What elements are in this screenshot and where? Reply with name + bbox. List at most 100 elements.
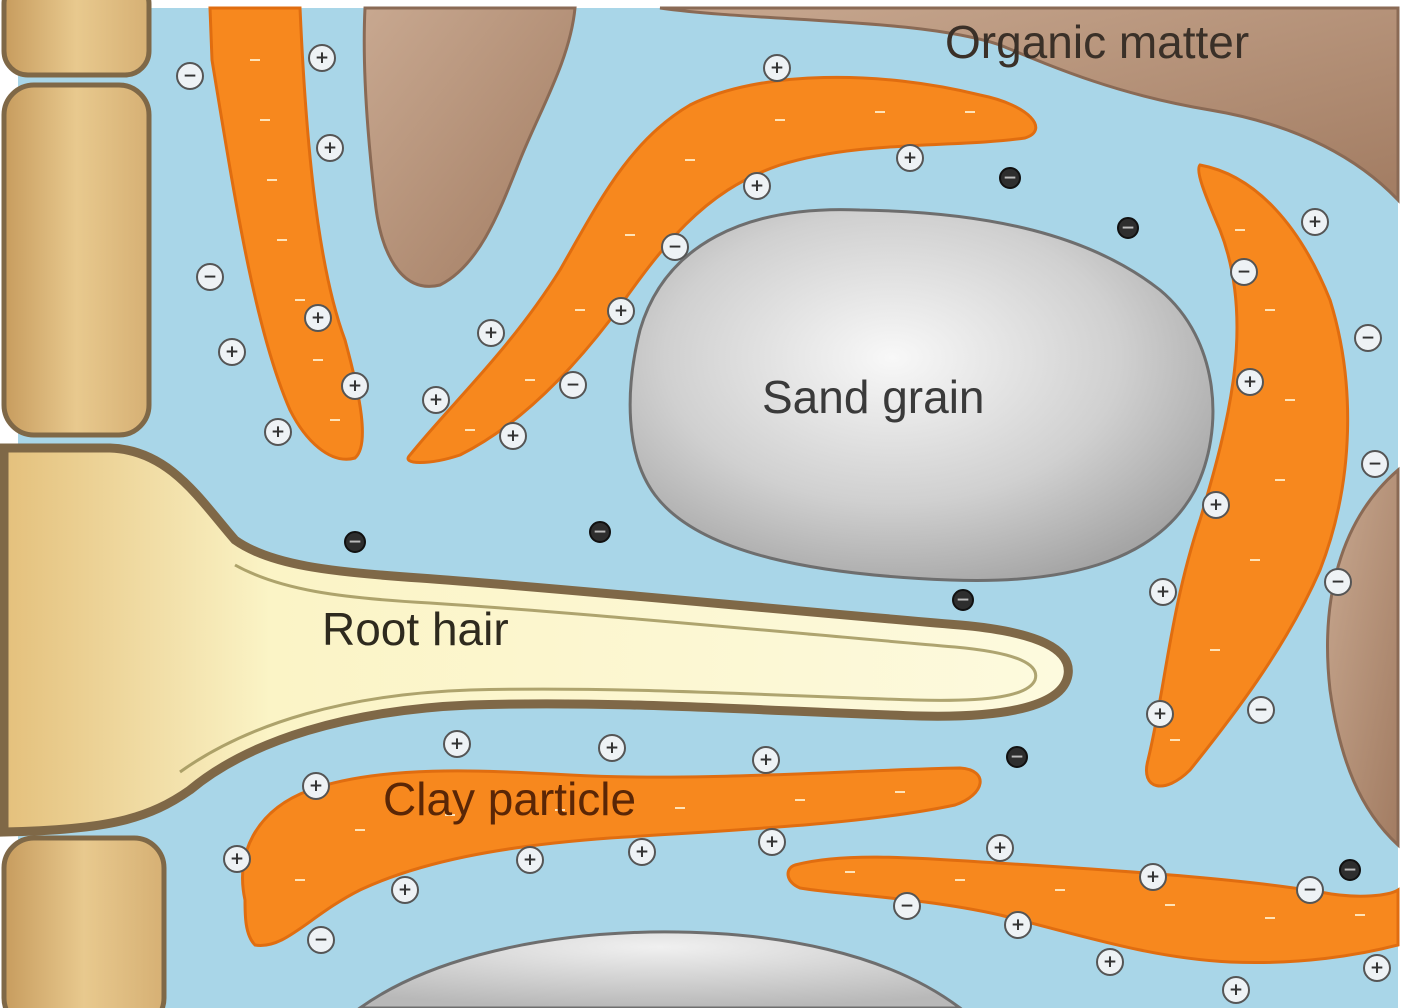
anion-icon: − — [1248, 697, 1274, 723]
svg-text:+: + — [1103, 952, 1117, 972]
root-hair-label: Root hair — [322, 603, 509, 655]
svg-text:+: + — [759, 750, 773, 770]
anion-icon: − — [560, 372, 586, 398]
svg-text:−: − — [1303, 880, 1317, 900]
cation-icon: + — [309, 45, 335, 71]
anion-dot-icon: − — [1118, 218, 1138, 238]
svg-text:+: + — [1243, 372, 1257, 392]
cation-icon: + — [1147, 701, 1173, 727]
svg-text:+: + — [311, 308, 325, 328]
svg-text:+: + — [993, 838, 1007, 858]
svg-text:+: + — [1209, 495, 1223, 515]
svg-text:−: − — [1254, 700, 1268, 720]
anion-icon: − — [1297, 877, 1323, 903]
cation-icon: + — [517, 847, 543, 873]
cation-icon: + — [608, 298, 634, 324]
cation-icon: + — [1302, 209, 1328, 235]
svg-text:−: − — [1121, 218, 1135, 238]
svg-text:+: + — [750, 176, 764, 196]
cation-icon: + — [219, 339, 245, 365]
svg-text:+: + — [309, 776, 323, 796]
svg-text:+: + — [230, 849, 244, 869]
cation-icon: + — [423, 387, 449, 413]
cation-icon: + — [759, 829, 785, 855]
svg-text:+: + — [450, 734, 464, 754]
svg-text:+: + — [1370, 958, 1384, 978]
anion-dot-icon: − — [1000, 168, 1020, 188]
anion-dot-icon: − — [1007, 747, 1027, 767]
cation-icon: + — [897, 145, 923, 171]
cation-icon: + — [1237, 369, 1263, 395]
svg-text:+: + — [348, 376, 362, 396]
svg-text:+: + — [1146, 867, 1160, 887]
anion-icon: − — [308, 927, 334, 953]
anion-icon: − — [894, 893, 920, 919]
anion-dot-icon: − — [345, 532, 365, 552]
cation-icon: + — [303, 773, 329, 799]
svg-text:+: + — [523, 850, 537, 870]
cation-icon: + — [744, 173, 770, 199]
svg-text:+: + — [271, 422, 285, 442]
cation-icon: + — [1203, 492, 1229, 518]
svg-text:+: + — [1156, 582, 1170, 602]
anion-dot-icon: − — [953, 590, 973, 610]
svg-text:−: − — [1003, 168, 1017, 188]
svg-text:−: − — [183, 66, 197, 86]
anion-icon: − — [197, 264, 223, 290]
svg-text:+: + — [315, 48, 329, 68]
cation-icon: + — [478, 320, 504, 346]
svg-text:−: − — [348, 532, 362, 552]
cation-icon: + — [305, 305, 331, 331]
cation-icon: + — [987, 835, 1013, 861]
cation-icon: + — [392, 877, 418, 903]
svg-text:+: + — [614, 301, 628, 321]
anion-icon: − — [1362, 451, 1388, 477]
svg-text:+: + — [1011, 915, 1025, 935]
clay-particle-label: Clay particle — [383, 773, 636, 825]
cation-icon: + — [764, 55, 790, 81]
cation-icon: + — [1097, 949, 1123, 975]
cation-icon: + — [317, 135, 343, 161]
svg-text:+: + — [770, 58, 784, 78]
cation-icon: + — [753, 747, 779, 773]
organic-matter-label: Organic matter — [945, 16, 1249, 68]
anion-icon: − — [1231, 259, 1257, 285]
cation-icon: + — [629, 839, 655, 865]
svg-text:−: − — [1331, 572, 1345, 592]
svg-text:+: + — [1308, 212, 1322, 232]
cation-icon: + — [1140, 864, 1166, 890]
anion-icon: − — [1325, 569, 1351, 595]
svg-text:−: − — [1343, 860, 1357, 880]
svg-text:−: − — [668, 237, 682, 257]
svg-text:−: − — [956, 590, 970, 610]
svg-text:+: + — [605, 738, 619, 758]
svg-text:−: − — [1368, 454, 1382, 474]
svg-text:+: + — [903, 148, 917, 168]
cation-icon: + — [224, 846, 250, 872]
svg-text:−: − — [593, 522, 607, 542]
cation-icon: + — [1150, 579, 1176, 605]
svg-text:+: + — [225, 342, 239, 362]
svg-text:+: + — [323, 138, 337, 158]
svg-text:−: − — [566, 375, 580, 395]
anion-icon: − — [177, 63, 203, 89]
svg-text:+: + — [429, 390, 443, 410]
anion-dot-icon: − — [1340, 860, 1360, 880]
svg-text:+: + — [635, 842, 649, 862]
svg-text:+: + — [506, 426, 520, 446]
cation-icon: + — [342, 373, 368, 399]
cation-icon: + — [1364, 955, 1390, 981]
svg-text:+: + — [765, 832, 779, 852]
cation-icon: + — [1223, 977, 1249, 1003]
svg-text:+: + — [398, 880, 412, 900]
sand-grain-label: Sand grain — [762, 371, 985, 423]
svg-text:+: + — [484, 323, 498, 343]
anion-icon: − — [1355, 325, 1381, 351]
svg-text:−: − — [314, 930, 328, 950]
svg-text:−: − — [1361, 328, 1375, 348]
anion-dot-icon: − — [590, 522, 610, 542]
svg-text:+: + — [1229, 980, 1243, 1000]
cation-icon: + — [599, 735, 625, 761]
cation-icon: + — [1005, 912, 1031, 938]
